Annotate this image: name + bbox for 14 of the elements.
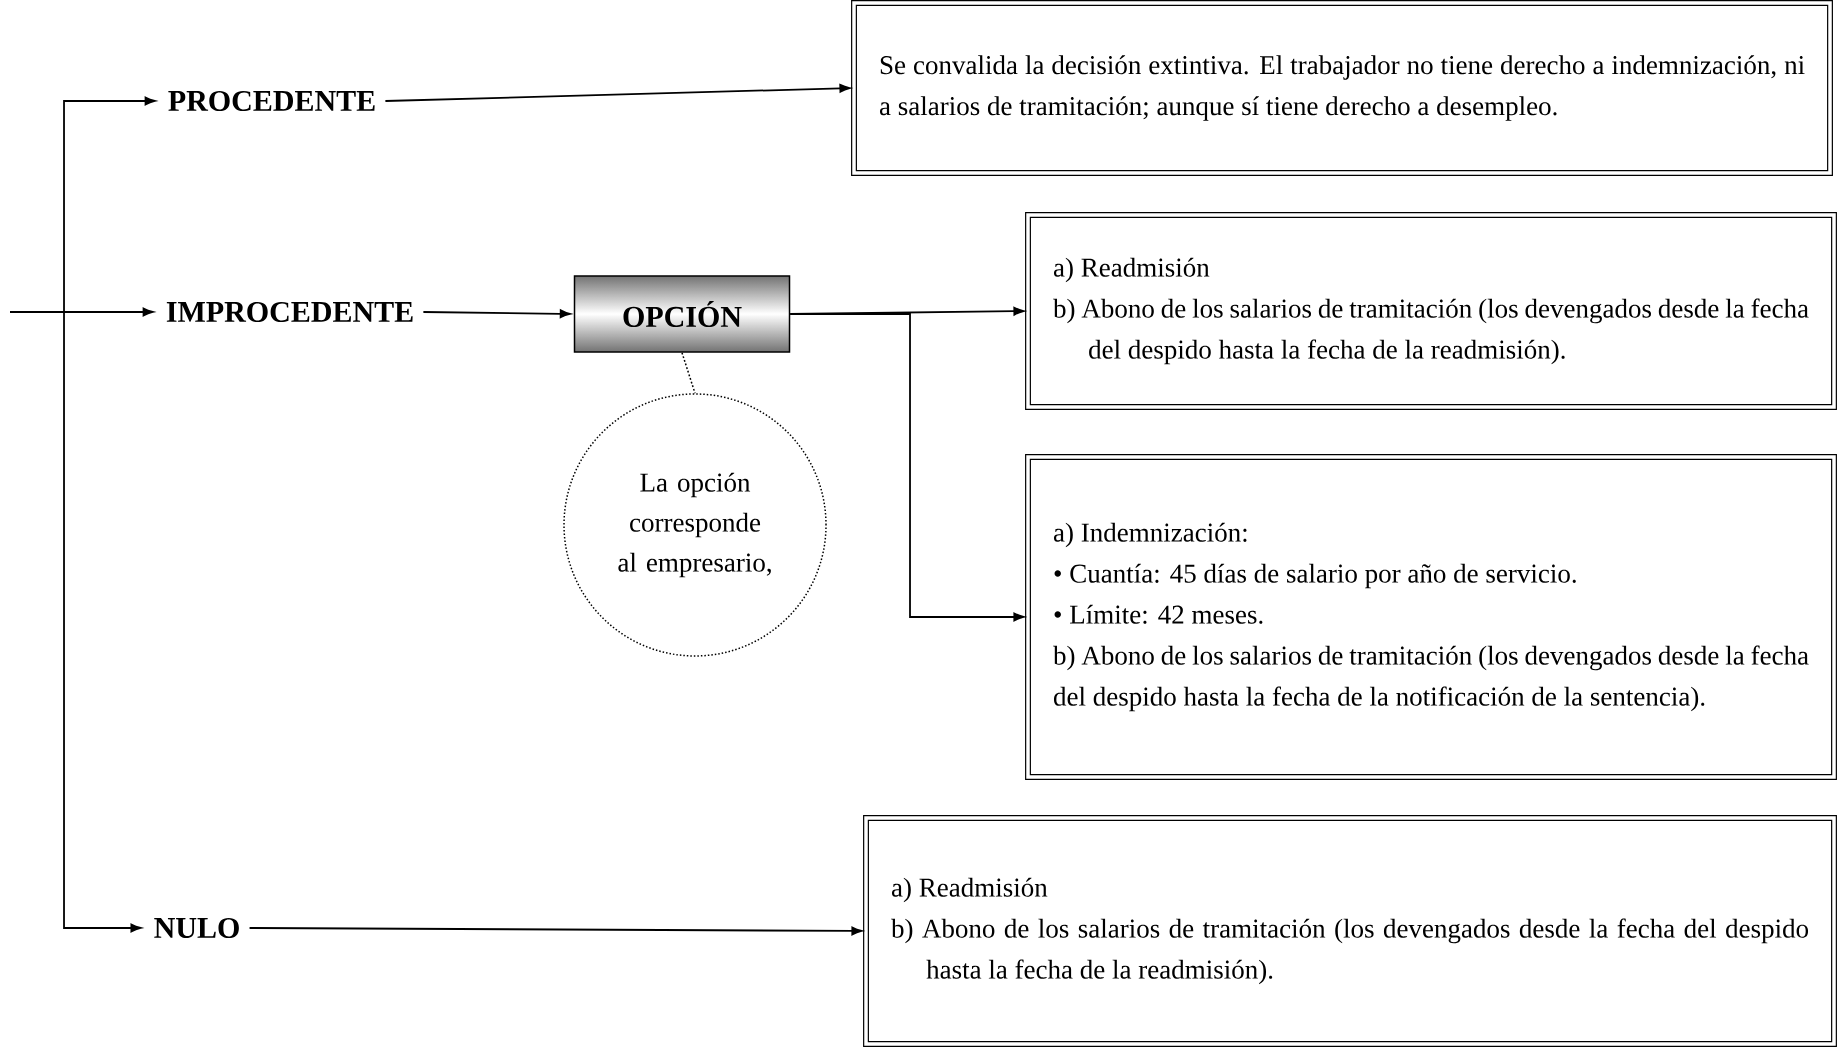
option-box: OPCIÓN	[573, 275, 791, 353]
connector-line	[681, 352, 696, 394]
arrow	[9, 311, 142, 933]
result-box: a) Readmisión b) Abono de los salarios de tramitación (los devengados desde la fecha del despido hasta la fecha de la readmisión).	[863, 815, 1837, 1047]
outcome-label: IMPROCEDENTE	[166, 301, 413, 323]
outcome-label: PROCEDENTE	[168, 90, 375, 112]
arrow	[789, 313, 1025, 622]
result-box: a) Indemnización: • Cuantía: 45 días de salario por año de servicio. • Límite: 42 meses. b) Abono de los salarios de tramitación (los devengados desde la fecha del despido hasta la fecha de la notificación de la sentencia).	[1025, 454, 1837, 780]
arrow	[422, 309, 571, 319]
result-box: Se convalida la decisión extintiva. El trabajador no tiene derecho a indemnización, ni a salarios de tramitación; aunque sí tiene derecho a desempleo.	[851, 0, 1833, 176]
outcome-label: NULO	[154, 917, 239, 939]
result-box: a) Readmisión b) Abono de los salarios de tramitación (los devengados desde la fecha del despido hasta la fecha de la readmisión).	[1025, 212, 1837, 410]
arrow	[248, 926, 863, 936]
arrow	[384, 83, 851, 102]
